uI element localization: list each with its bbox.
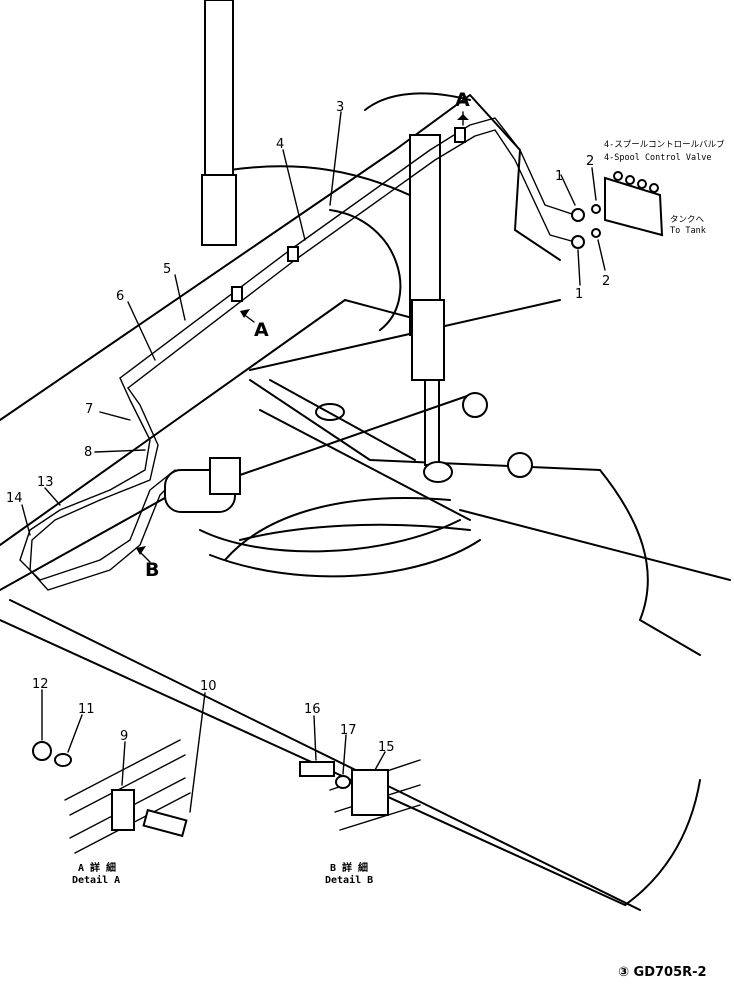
callout-10: 10 — [200, 679, 217, 694]
valve-label-jp: 4-スプールコントロールバルブ — [604, 139, 725, 150]
blade-angle-cylinder — [164, 392, 533, 513]
callout-8: 8 — [84, 445, 92, 460]
callout-2-upper: 2 — [586, 154, 594, 169]
callout-1-lower: 1 — [575, 287, 583, 302]
callout-14: 14 — [6, 491, 23, 506]
detail-b-caption-jp: B 詳 細 — [330, 861, 368, 874]
callout-3: 3 — [336, 100, 344, 115]
callout-17: 17 — [340, 723, 357, 738]
view-b-marker: B — [145, 559, 159, 581]
callout-11: 11 — [78, 702, 95, 717]
callout-6: 6 — [116, 289, 124, 304]
view-markers: A A B — [136, 89, 470, 581]
callout-13: 13 — [37, 475, 54, 490]
leader-lines — [21, 111, 606, 563]
detail-b-drawing — [299, 715, 421, 831]
view-a-marker-top: A — [455, 89, 470, 111]
callout-5: 5 — [163, 262, 171, 277]
callout-1-upper: 1 — [555, 169, 563, 184]
detail-b-caption-en: Detail B — [325, 874, 373, 886]
detail-a-caption-jp: A 詳 細 — [78, 861, 116, 874]
tank-label-en: To Tank — [670, 226, 706, 236]
callout-4: 4 — [276, 137, 284, 152]
lift-cylinders — [201, 0, 453, 483]
machine-structure — [0, 92, 731, 911]
tank-label-jp: タンクへ — [670, 215, 705, 225]
detail-a-caption-en: Detail A — [72, 874, 120, 886]
callout-9: 9 — [120, 729, 128, 744]
callout-16: 16 — [304, 702, 321, 717]
callout-7: 7 — [85, 402, 93, 417]
detail-captions: A 詳 細 Detail A B 詳 細 Detail B — [72, 861, 373, 886]
valve-labels: 4-スプールコントロールバルブ 4-Spool Control Valve タン… — [604, 139, 725, 236]
drawing-code: ③ GD705R-2 — [618, 965, 707, 980]
callout-2-lower: 2 — [602, 274, 610, 289]
spool-control-valve — [571, 171, 664, 249]
valve-label-en: 4-Spool Control Valve — [604, 153, 711, 163]
hydraulic-lines — [19, 117, 576, 591]
detail-a-drawing — [32, 689, 206, 854]
callout-12: 12 — [32, 677, 49, 692]
callout-15: 15 — [378, 740, 395, 755]
view-a-marker-frame: A — [254, 319, 269, 341]
callout-numbers: 1 1 2 2 3 4 5 6 7 8 9 10 11 12 13 14 15 … — [6, 100, 610, 755]
